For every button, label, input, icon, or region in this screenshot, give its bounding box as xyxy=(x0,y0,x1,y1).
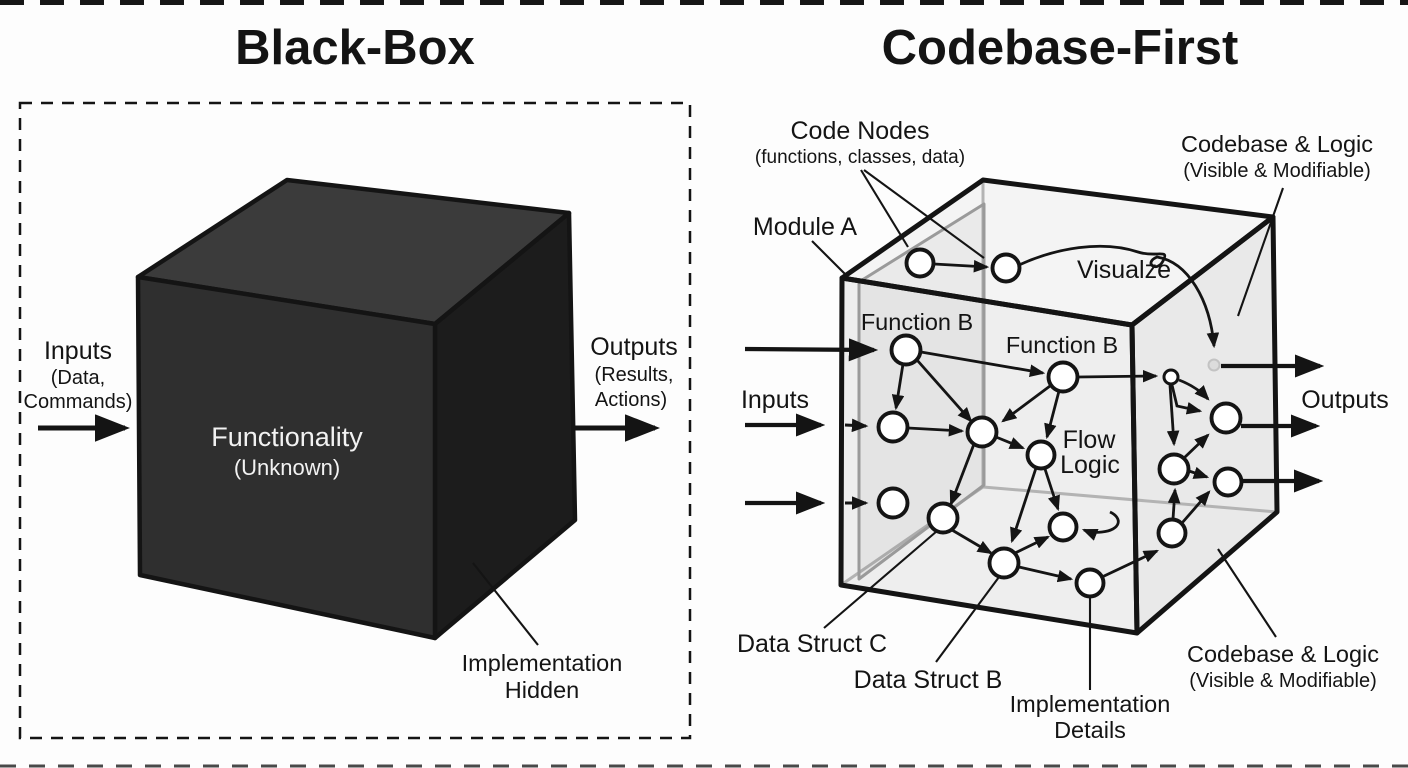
code-nodes-leader-2 xyxy=(863,169,985,259)
implementation-hidden-line2: Hidden xyxy=(505,677,579,703)
right-inputs-label: Inputs xyxy=(741,386,809,414)
edge-curl-sub xyxy=(1081,510,1120,541)
implementation-details-line1: Implementation xyxy=(1010,691,1171,717)
edge-rbottom-rmid xyxy=(1167,487,1181,520)
edge-center-structC xyxy=(949,443,976,507)
module-a-label: Module A xyxy=(753,213,858,241)
code-node-flow-logic xyxy=(1025,439,1057,471)
edge-structB-impl xyxy=(1018,565,1074,583)
data-struct-c-label: Data Struct C xyxy=(737,630,887,658)
edge-visualize-curve xyxy=(1018,244,1220,349)
codebase-top-sublabel: (Visible & Modifiable) xyxy=(1183,160,1371,182)
code-node-right-out2 xyxy=(1212,466,1244,498)
edge-fb1-center xyxy=(915,359,973,423)
code-node-right-out1 xyxy=(1209,401,1243,435)
black-cube-label: Functionality xyxy=(211,422,363,452)
code-node-implementation xyxy=(1074,567,1106,599)
edge-rmid-rtop xyxy=(1183,433,1210,460)
code-node-functionB-right xyxy=(1046,360,1080,394)
edge-structC-structB xyxy=(951,528,993,555)
hidden-bottom-right-edge xyxy=(982,485,1278,514)
code-node-tiny xyxy=(1162,368,1180,386)
left-inputs-group: Inputs (Data, Commands) xyxy=(24,337,133,442)
left-title: Black-Box xyxy=(235,21,475,75)
function-b-left-label: Function B xyxy=(861,309,973,335)
flow-logic-line2: Logic xyxy=(1060,451,1120,479)
code-nodes-leader-1 xyxy=(860,169,909,248)
edge-tiny-rtop-lower xyxy=(1170,384,1203,415)
visualize-label: Visualze xyxy=(1077,256,1171,284)
glass-cube xyxy=(838,177,1280,636)
code-node-pale xyxy=(1207,358,1221,372)
code-node-lowleft xyxy=(876,486,910,520)
code-node-top2 xyxy=(990,252,1022,284)
right-io-arrows xyxy=(744,338,1325,515)
edge-fb2-flowlogic xyxy=(1044,390,1061,440)
right-outputs-label: Outputs xyxy=(1301,386,1389,414)
edge-fb2-center xyxy=(1001,384,1051,423)
function-b-right-label: Function B xyxy=(1006,332,1118,358)
implementation-hidden-annotation: Implementation Hidden xyxy=(462,562,623,703)
edge-center-flowlogic xyxy=(995,435,1026,450)
edge-tiny-rtop-upper xyxy=(1178,378,1210,401)
code-node-center xyxy=(965,415,999,449)
implementation-details-line2: Details xyxy=(1054,717,1126,743)
code-node-midleft xyxy=(876,410,910,444)
codebase-bottom-leader xyxy=(1217,548,1277,638)
input-arrow-1 xyxy=(744,338,879,362)
codebase-bottom-label: Codebase & Logic xyxy=(1187,641,1379,667)
inputs-label: Inputs xyxy=(44,337,112,365)
codebase-top-leader xyxy=(1237,187,1284,317)
data-struct-b-leader xyxy=(935,576,1000,663)
black-box-panel: Black-Box Functionality (Unknown) Inputs… xyxy=(18,21,692,740)
module-a-leader xyxy=(811,240,848,277)
outputs-label: Outputs xyxy=(590,333,678,361)
codebase-first-panel: Codebase-First xyxy=(737,21,1389,743)
edge-fb2-tiny xyxy=(1077,369,1159,383)
black-cube: Functionality (Unknown) xyxy=(135,177,578,641)
codebase-top-label: Codebase & Logic xyxy=(1181,131,1373,157)
code-node-functionB-left xyxy=(889,333,923,367)
black-cube-sublabel: (Unknown) xyxy=(234,455,340,480)
input-arrow-2-inner xyxy=(844,418,869,433)
data-struct-b-label: Data Struct B xyxy=(854,666,1003,694)
black-cube-front-face xyxy=(135,274,438,641)
code-node-sub xyxy=(1047,511,1079,543)
code-node-top1 xyxy=(904,247,936,279)
edge-structB-sub xyxy=(1014,535,1051,555)
edge-impl-right xyxy=(1101,549,1160,579)
code-node-data-struct-c xyxy=(926,501,960,535)
codebase-bottom-sublabel: (Visible & Modifiable) xyxy=(1189,670,1377,692)
glass-cube-side-outline xyxy=(1129,214,1280,636)
code-node-right-mid xyxy=(1157,452,1191,486)
code-nodes-sublabel: (functions, classes, data) xyxy=(755,147,965,168)
inputs-sub2: Commands) xyxy=(24,391,133,413)
edge-fb1-fb2 xyxy=(920,350,1046,377)
right-title: Codebase-First xyxy=(882,21,1239,75)
code-node-data-struct-b xyxy=(987,546,1021,580)
edge-topnode1-topnode2 xyxy=(933,259,990,273)
code-nodes-label: Code Nodes xyxy=(791,117,930,145)
implementation-hidden-line1: Implementation xyxy=(462,650,623,676)
right-annotations: Code Nodes (functions, classes, data) Mo… xyxy=(737,117,1389,743)
left-outputs-group: Outputs (Results, Actions) xyxy=(575,333,678,442)
outputs-sub2: Actions) xyxy=(595,389,667,411)
edge-rbottom-rright xyxy=(1180,490,1211,524)
edge-fb1-down xyxy=(891,363,905,411)
code-node-right-bottom xyxy=(1156,517,1188,549)
edge-midleft-center xyxy=(907,423,965,437)
edge-tiny-rmid xyxy=(1166,384,1180,447)
inputs-sub1: (Data, xyxy=(51,367,105,389)
code-graph-edges xyxy=(891,244,1220,583)
data-struct-c-leader xyxy=(823,530,938,629)
edge-flowlogic-structB xyxy=(1010,467,1038,544)
edge-flowlogic-sub xyxy=(1043,468,1060,512)
flow-logic-line1: Flow xyxy=(1063,426,1117,454)
leader-line xyxy=(472,562,539,646)
dashed-boundary xyxy=(18,101,692,740)
edge-rmid-rright xyxy=(1188,466,1210,479)
outputs-sub1: (Results, xyxy=(595,364,674,386)
code-graph-nodes xyxy=(876,247,1244,599)
